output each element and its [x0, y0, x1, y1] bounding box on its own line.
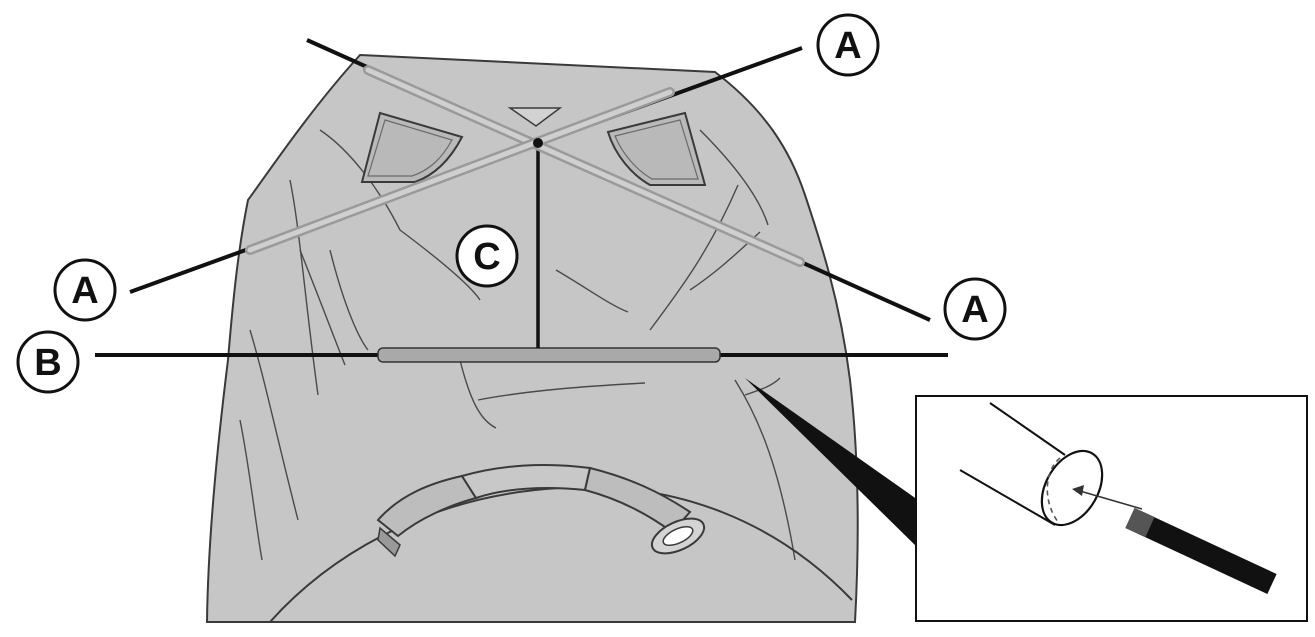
pole-b-sleeve [377, 347, 721, 363]
vent-triangle [507, 107, 563, 127]
window-right-inner [614, 119, 699, 180]
insert-arrow [1079, 490, 1143, 510]
callout-a-top-right-text: A [834, 25, 861, 67]
callout-c: C [455, 224, 519, 288]
callout-a-left: A [53, 258, 117, 322]
callout-a-top-right: A [816, 13, 880, 77]
callout-wedge [745, 378, 918, 548]
pole-hub [533, 138, 543, 148]
inset-detail [915, 395, 1308, 622]
pole-b [95, 347, 948, 363]
callout-c-text: C [473, 236, 500, 278]
callout-a-right: A [943, 277, 1007, 341]
window-left [360, 111, 464, 183]
callout-a-left-text: A [71, 270, 98, 312]
window-left-inner [367, 119, 453, 177]
callout-a-right-text: A [961, 289, 988, 331]
window-right [606, 111, 707, 186]
pole-a-diagonal-up [129, 46, 803, 294]
callout-b: B [16, 330, 80, 394]
pole-end [1125, 508, 1277, 594]
callout-b-text: B [34, 342, 61, 384]
inset-frame [915, 395, 1308, 622]
pole-a-diagonal-down [306, 38, 931, 322]
bottom-opening [269, 463, 853, 623]
cover-body [205, 53, 859, 623]
